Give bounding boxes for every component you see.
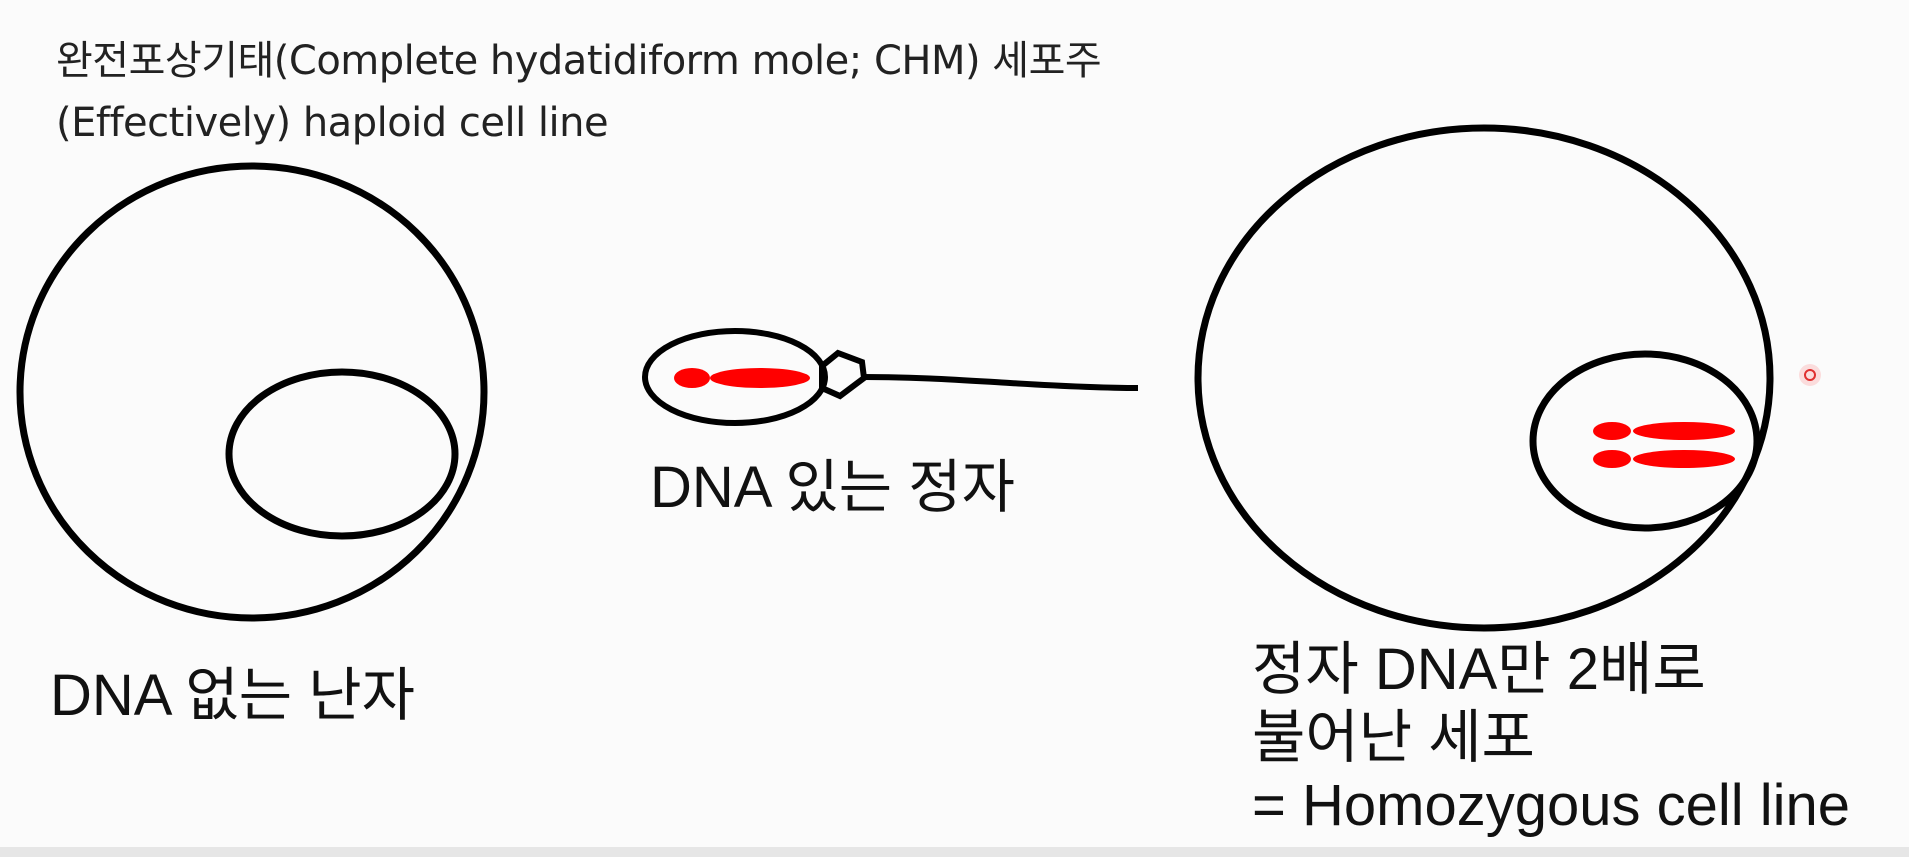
sperm-midpiece xyxy=(819,349,868,400)
title-line-2: (Effectively) haploid cell line xyxy=(56,100,609,146)
chromosome-2-short-arm xyxy=(1593,450,1631,468)
result-label-line-2: 불어난 세포 xyxy=(1252,705,1535,770)
sperm-label: DNA 있는 정자 xyxy=(650,455,1015,520)
result-label-line-3: = Homozygous cell line xyxy=(1252,773,1851,838)
sperm-chromosome-long-arm xyxy=(710,368,810,388)
egg-label: DNA 없는 난자 xyxy=(50,663,415,728)
egg-nucleus xyxy=(225,368,459,540)
pointer-marker xyxy=(1799,364,1821,386)
bottom-bar xyxy=(0,847,1909,857)
egg-cell xyxy=(16,162,488,622)
result-membrane xyxy=(1194,124,1774,632)
homozygous-cell xyxy=(1194,124,1774,632)
chromosome-1-short-arm xyxy=(1593,422,1631,440)
egg-membrane xyxy=(16,162,488,622)
sperm-chromosome-short-arm xyxy=(674,368,710,388)
sperm-tail xyxy=(863,374,1139,391)
chromosome-2-long-arm xyxy=(1633,450,1735,468)
result-label: 정자 DNA만 2배로 불어난 세포 = Homozygous cell lin… xyxy=(1252,636,1850,840)
title-line-1: 완전포상기태(Complete hydatidiform mole; CHM) … xyxy=(56,38,1102,84)
sperm-cell xyxy=(642,328,1139,426)
result-label-line-1: 정자 DNA만 2배로 xyxy=(1252,637,1706,702)
result-nucleus xyxy=(1529,350,1761,532)
chromosome-1-long-arm xyxy=(1633,422,1735,440)
